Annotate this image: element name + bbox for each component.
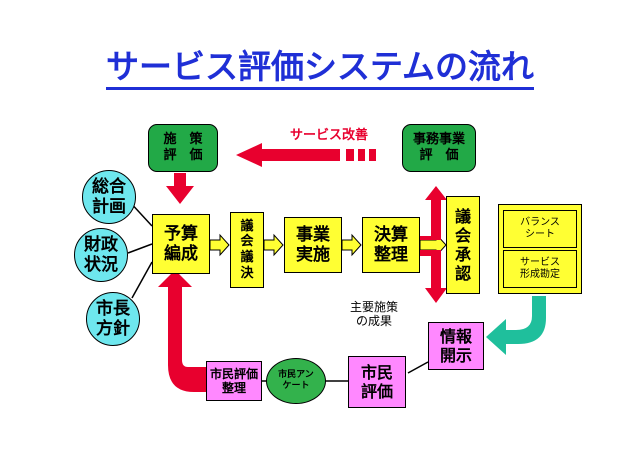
council-decision-box: 議 会 議 決	[230, 212, 264, 288]
impl-to-settle-arrow	[341, 233, 362, 257]
implementation-box: 事業 実施	[284, 217, 342, 273]
page-title: サービス評価システムの流れ	[0, 40, 640, 90]
balance-sheet-item: バランス シート	[503, 210, 577, 248]
service-cost-item: サービス 形成勘定	[503, 250, 577, 288]
decision-to-impl-arrow	[263, 233, 284, 257]
feedback-arrow	[158, 270, 206, 392]
settle-down-arrow	[420, 250, 447, 303]
policy-to-budget-arrow	[166, 173, 194, 204]
mayor-policy-circle: 市長 方針	[86, 292, 140, 346]
settlement-box: 決算 整理	[362, 217, 420, 273]
service-improve-label: サービス改善	[290, 128, 369, 143]
balance-group: バランス シート サービス 形成勘定	[498, 204, 582, 294]
council-approval-box: 議 会 承 認	[446, 196, 480, 294]
disclosure-box: 情報 開示	[428, 322, 484, 370]
citizen-survey-oval: 市民アン ケート	[266, 358, 326, 404]
dash-1	[346, 149, 354, 161]
citizen-eval-org-box: 市民評価 整理	[206, 361, 262, 401]
service-improve-arrow	[236, 143, 340, 167]
settle-up-arrow	[420, 186, 447, 240]
finance-circle: 財政 状況	[74, 228, 128, 282]
dash-3	[369, 149, 376, 161]
policy-eval-box: 施 策 評 価	[148, 124, 218, 172]
budget-to-decision-arrow	[209, 233, 230, 257]
balance-to-disclosure-arrow	[486, 296, 546, 355]
office-eval-box: 事務事業 評 価	[402, 124, 476, 172]
citizen-eval-box: 市民 評価	[348, 356, 406, 408]
budget-box: 予算 編成	[152, 214, 210, 274]
dash-2	[358, 149, 365, 161]
main-results-box: 主要施策 の成果	[338, 292, 410, 336]
general-plan-circle: 総合 計画	[82, 170, 136, 224]
